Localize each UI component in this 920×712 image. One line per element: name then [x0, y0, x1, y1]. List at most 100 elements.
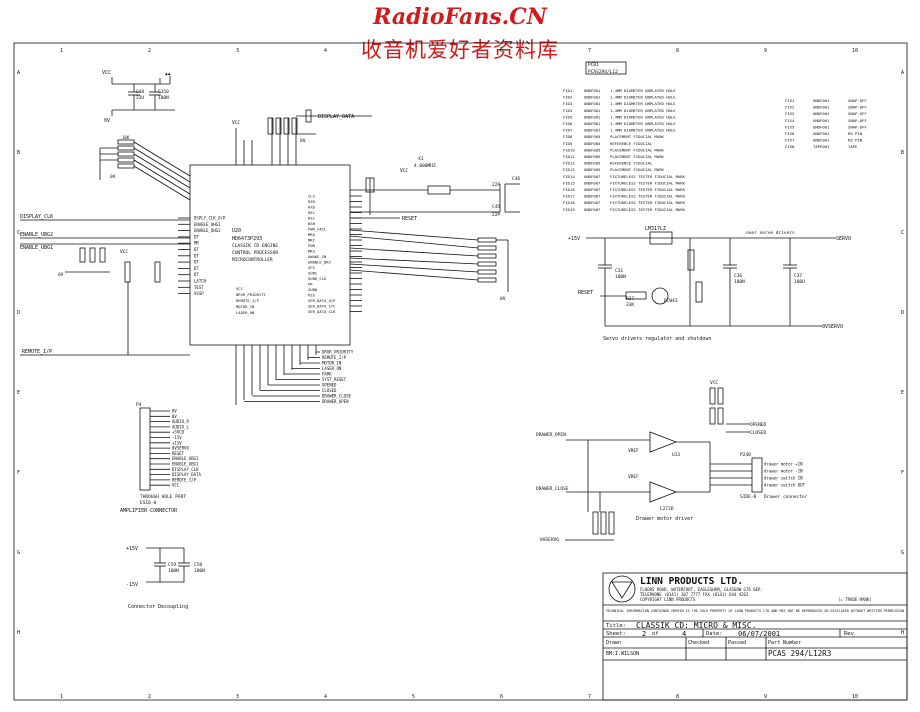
border-col-bottom-4: 4 [324, 694, 327, 700]
fix-desc-6: M3 PIN [848, 138, 863, 143]
fix-desc-0: SNAP-OFF [848, 98, 867, 103]
amp-title: AMPLIFIER CONNECTOR [120, 508, 178, 514]
mcu-left-pin-6: DT [194, 253, 199, 258]
fid-ref-18: FID19 [563, 207, 575, 212]
mcu-left-pin-8: DT [194, 266, 199, 271]
fid-desc-6: 1.4MM DIAMETER UNPLATED HOLE [610, 128, 676, 133]
border-col-4: 4 [324, 48, 327, 54]
mcu-right-pin-9: POM [308, 243, 316, 248]
mcu-right-pin-7: MRO [308, 232, 316, 237]
fid-part-14: UNDF007 [584, 180, 601, 185]
dec-plus15: +15V [126, 546, 138, 552]
servo-reset-label: RESET [578, 290, 593, 296]
c36-ref: C36 [734, 273, 742, 279]
servo-gnd-label: 0VSERVO [822, 324, 843, 330]
vref-1: VREF [628, 448, 639, 454]
drawing-title: CLASSIK CD: MICRO & MISC. [636, 621, 756, 630]
mcu-right-pin-1: RSD [308, 199, 316, 204]
c37-value: 100U [794, 279, 805, 285]
mcu-right-pin-19: SER_DATA_O/P [308, 298, 336, 303]
mcu-left-pin-0: DSPLY_CLK_O/P [194, 216, 226, 221]
dec-c1: C59 [168, 562, 176, 568]
fid-ref-4: FID5 [563, 114, 573, 119]
border-row-A: A [17, 70, 20, 76]
res-label-1: 10K [122, 135, 130, 140]
part-number-label: Part Number [768, 640, 801, 646]
border-col-6: 6 [500, 48, 503, 54]
fid-part-4: UNDF001 [584, 114, 601, 119]
fix-ref-2: FIX3 [785, 111, 795, 116]
fix-part-2: UNDF001 [813, 111, 830, 116]
border-row-right-D: D [901, 310, 904, 316]
fid-part-0: UNDF001 [584, 88, 601, 93]
fix-ref-3: FIX4 [785, 118, 795, 123]
fid-desc-11: REFERENCE FIDUCIAL [610, 161, 653, 166]
mid-resistor-array: 0V [349, 229, 509, 302]
border-col-9: 9 [764, 48, 767, 54]
vcc-label: VCC [102, 70, 111, 76]
fix-part-6: UNDF001 [813, 138, 830, 143]
fid-part-5: UNDF001 [584, 121, 601, 126]
gnd-label: 0V [104, 118, 110, 124]
side-b-label: SIDE-B [740, 494, 757, 500]
drawer-driver-title: Drawer motor driver [636, 516, 693, 522]
fix-desc-3: SNAP-OFF [848, 118, 867, 123]
fix-desc-7: TAPE [848, 144, 858, 149]
mcu-left-pin-3: DT [194, 234, 199, 239]
mcu-left-pin-12: VSSP [194, 291, 204, 296]
c36-value: 100N [734, 279, 745, 285]
mcu-left-pin-9: DT [194, 272, 199, 277]
fid-ref-7: FID8 [563, 134, 573, 139]
servo-top-label: over serve drivers [746, 230, 795, 236]
fid-ref-12: FID13 [563, 167, 575, 172]
x1-ref: X1 [418, 156, 424, 162]
vcc2-label: VCC [120, 249, 128, 255]
drawer-vcc: VCC [710, 380, 718, 386]
border-col-7: 7 [588, 48, 591, 54]
amp-pin-0: 0V [172, 409, 177, 414]
amp-pin-10: ENABLE_UBG1 [172, 462, 199, 467]
pcb-ref: PCB1 [588, 62, 599, 68]
mcu-left-pin-10: LATCH [194, 279, 207, 284]
border-col-bottom-1: 1 [60, 694, 63, 700]
border-row-right-B: B [901, 150, 904, 156]
amplifier-connector: P4 0V0VAUDIO_RAUDIO_L+5VCD-15V+15V0VSERV… [120, 402, 201, 514]
left-signals: DISPLAY_CLK ENABLE_UBG2 ENABLE_UBG1 0V V… [20, 214, 190, 356]
border-col-bottom-10: 10 [852, 694, 858, 700]
fid-part-15: UNDF007 [584, 187, 601, 192]
r37-ref: R37 [626, 296, 634, 302]
c45-ref: C45 [492, 204, 500, 210]
bottom-signal-4: PARK [322, 372, 332, 377]
c37-ref: C37 [794, 273, 802, 279]
fid-desc-15: FIXTURELESS TESTER FIDUCIAL MARK [610, 187, 686, 192]
chinese-watermark: 收音机爱好者资料库 [361, 38, 559, 62]
border-row-G: G [17, 550, 20, 556]
mid-gnd-label: 0V [500, 296, 506, 302]
amp-pin-11: DISPLAY_CLK [172, 467, 199, 472]
c150-ref: C150 [158, 89, 169, 95]
fid-part-7: UNDF005 [584, 134, 601, 139]
border-col-bottom-5: 5 [412, 694, 415, 700]
drawer-pin-1: drawer motor -IN [764, 469, 803, 474]
fid-part-13: UNDF007 [584, 174, 601, 179]
company-addr2: TELEPHONE (0141) 307 7777 FAX (0141) 644… [640, 592, 749, 597]
linn-logo [608, 575, 636, 603]
border-row-right-C: C [901, 230, 904, 236]
fid-part-16: UNDF007 [584, 194, 601, 199]
amp-pin-8: RESET [172, 451, 185, 456]
mcu-right-pin-11: AWAKE_IN [308, 254, 327, 259]
closed-label: CLOSED [750, 430, 767, 436]
amp-pin-9: ENABLE_UBG2 [172, 456, 199, 461]
border-row-C: C [17, 230, 20, 236]
fid-desc-1: 1.4MM DIAMETER UNPLATED HOLE [610, 95, 676, 100]
border-row-B: B [17, 150, 20, 156]
fid-ref-5: FID6 [563, 121, 573, 126]
mcu-right-pin-18: PSS [308, 293, 316, 298]
mcu-bottom-signals [235, 345, 317, 405]
mcu-right-pins: CLSRSDRXDRS1RS2BSNPWR_FAILMROMRIPOMMR3AW… [308, 194, 362, 314]
trade-mark: (= TRADE MARK) [838, 597, 872, 602]
c45-value: 22P [492, 212, 500, 218]
company-name: LINN PRODUCTS LTD. [640, 576, 743, 587]
p4-ref: P4 [136, 402, 142, 408]
mcu-desc3: MICROCONTROLLER [232, 257, 273, 263]
